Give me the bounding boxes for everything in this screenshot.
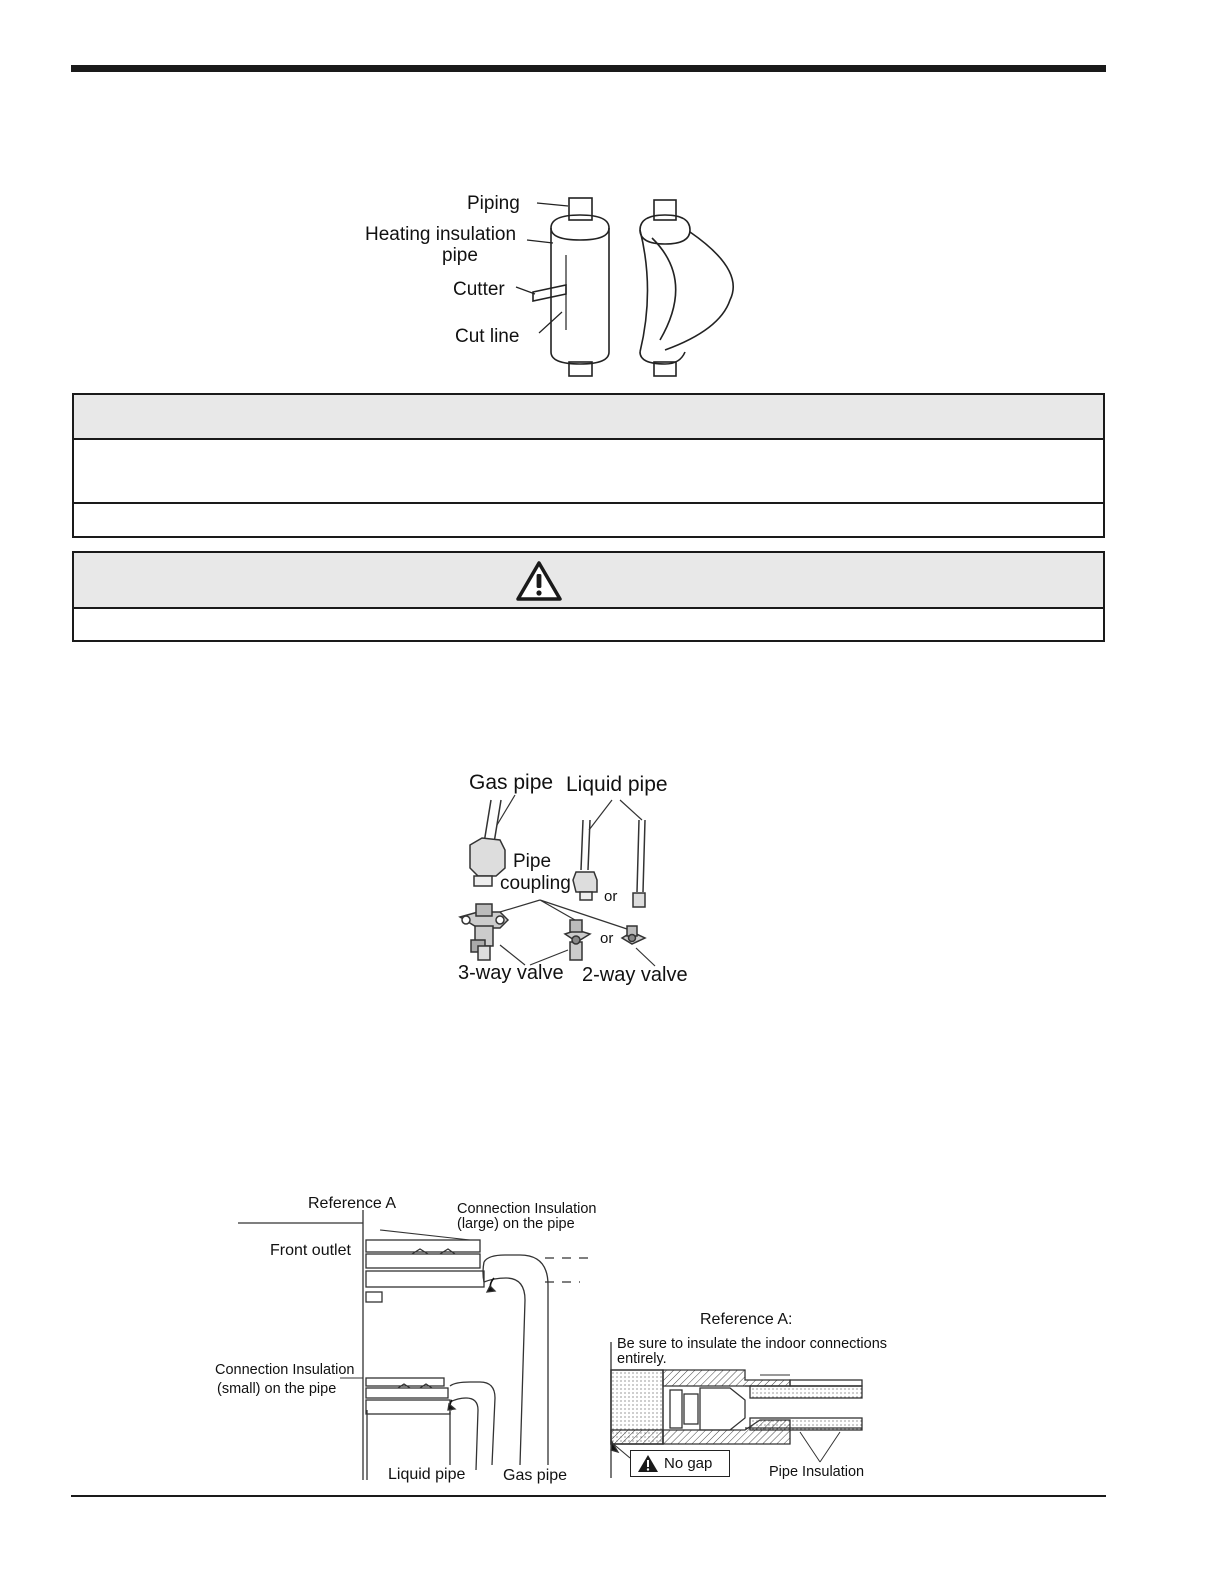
label-conn-small-2: (small) on the pipe [217, 1381, 337, 1397]
warning-triangle-small-icon [638, 1455, 658, 1472]
label-heating-insulation-pipe: pipe [442, 245, 478, 266]
label-conn-large-1: Connection Insulation [457, 1201, 597, 1217]
info-table [72, 393, 1105, 538]
no-gap-callout: No gap [630, 1450, 730, 1477]
warning-triangle-icon [516, 561, 562, 601]
label-pipe: Pipe [513, 851, 552, 872]
pipes-valves-drawing [458, 794, 656, 967]
label-front-outlet: Front outlet [270, 1242, 351, 1259]
label-insulate-note-2: entirely. [617, 1351, 667, 1367]
label-no-gap: No gap [664, 1455, 713, 1472]
info-table-row-1 [74, 440, 1103, 504]
label-liquid-pipe-fig3: Liquid pipe [388, 1466, 466, 1483]
footer-rule [71, 1495, 1106, 1497]
label-reference-a: Reference A [308, 1195, 397, 1212]
label-reference-a-detail: Reference A: [700, 1311, 793, 1328]
label-insulate-note-1: Be sure to insulate the indoor connectio… [617, 1336, 888, 1352]
label-cutter: Cutter [453, 279, 505, 300]
info-table-header [74, 395, 1103, 440]
label-or-bottom: or [600, 930, 614, 947]
caution-table [72, 551, 1105, 642]
label-heating-insulation: Heating insulation [365, 224, 517, 245]
label-cut-line: Cut line [455, 326, 520, 347]
label-conn-small-1: Connection Insulation [215, 1362, 355, 1378]
label-gas-pipe-fig3: Gas pipe [503, 1467, 568, 1484]
label-pipe-insulation: Pipe Insulation [769, 1464, 865, 1480]
label-or-top: or [604, 888, 618, 905]
label-piping: Piping [467, 193, 520, 214]
header-rule [71, 65, 1106, 72]
label-3-way-valve: 3-way valve [458, 962, 564, 984]
label-gas-pipe: Gas pipe [469, 771, 554, 794]
label-coupling: coupling [500, 873, 571, 894]
label-conn-large-2: (large) on the pipe [457, 1216, 575, 1232]
caution-table-header [74, 553, 1103, 609]
insulation-cut-drawing [515, 197, 734, 377]
label-liquid-pipe: Liquid pipe [566, 773, 668, 796]
label-2-way-valve: 2-way valve [582, 964, 688, 986]
